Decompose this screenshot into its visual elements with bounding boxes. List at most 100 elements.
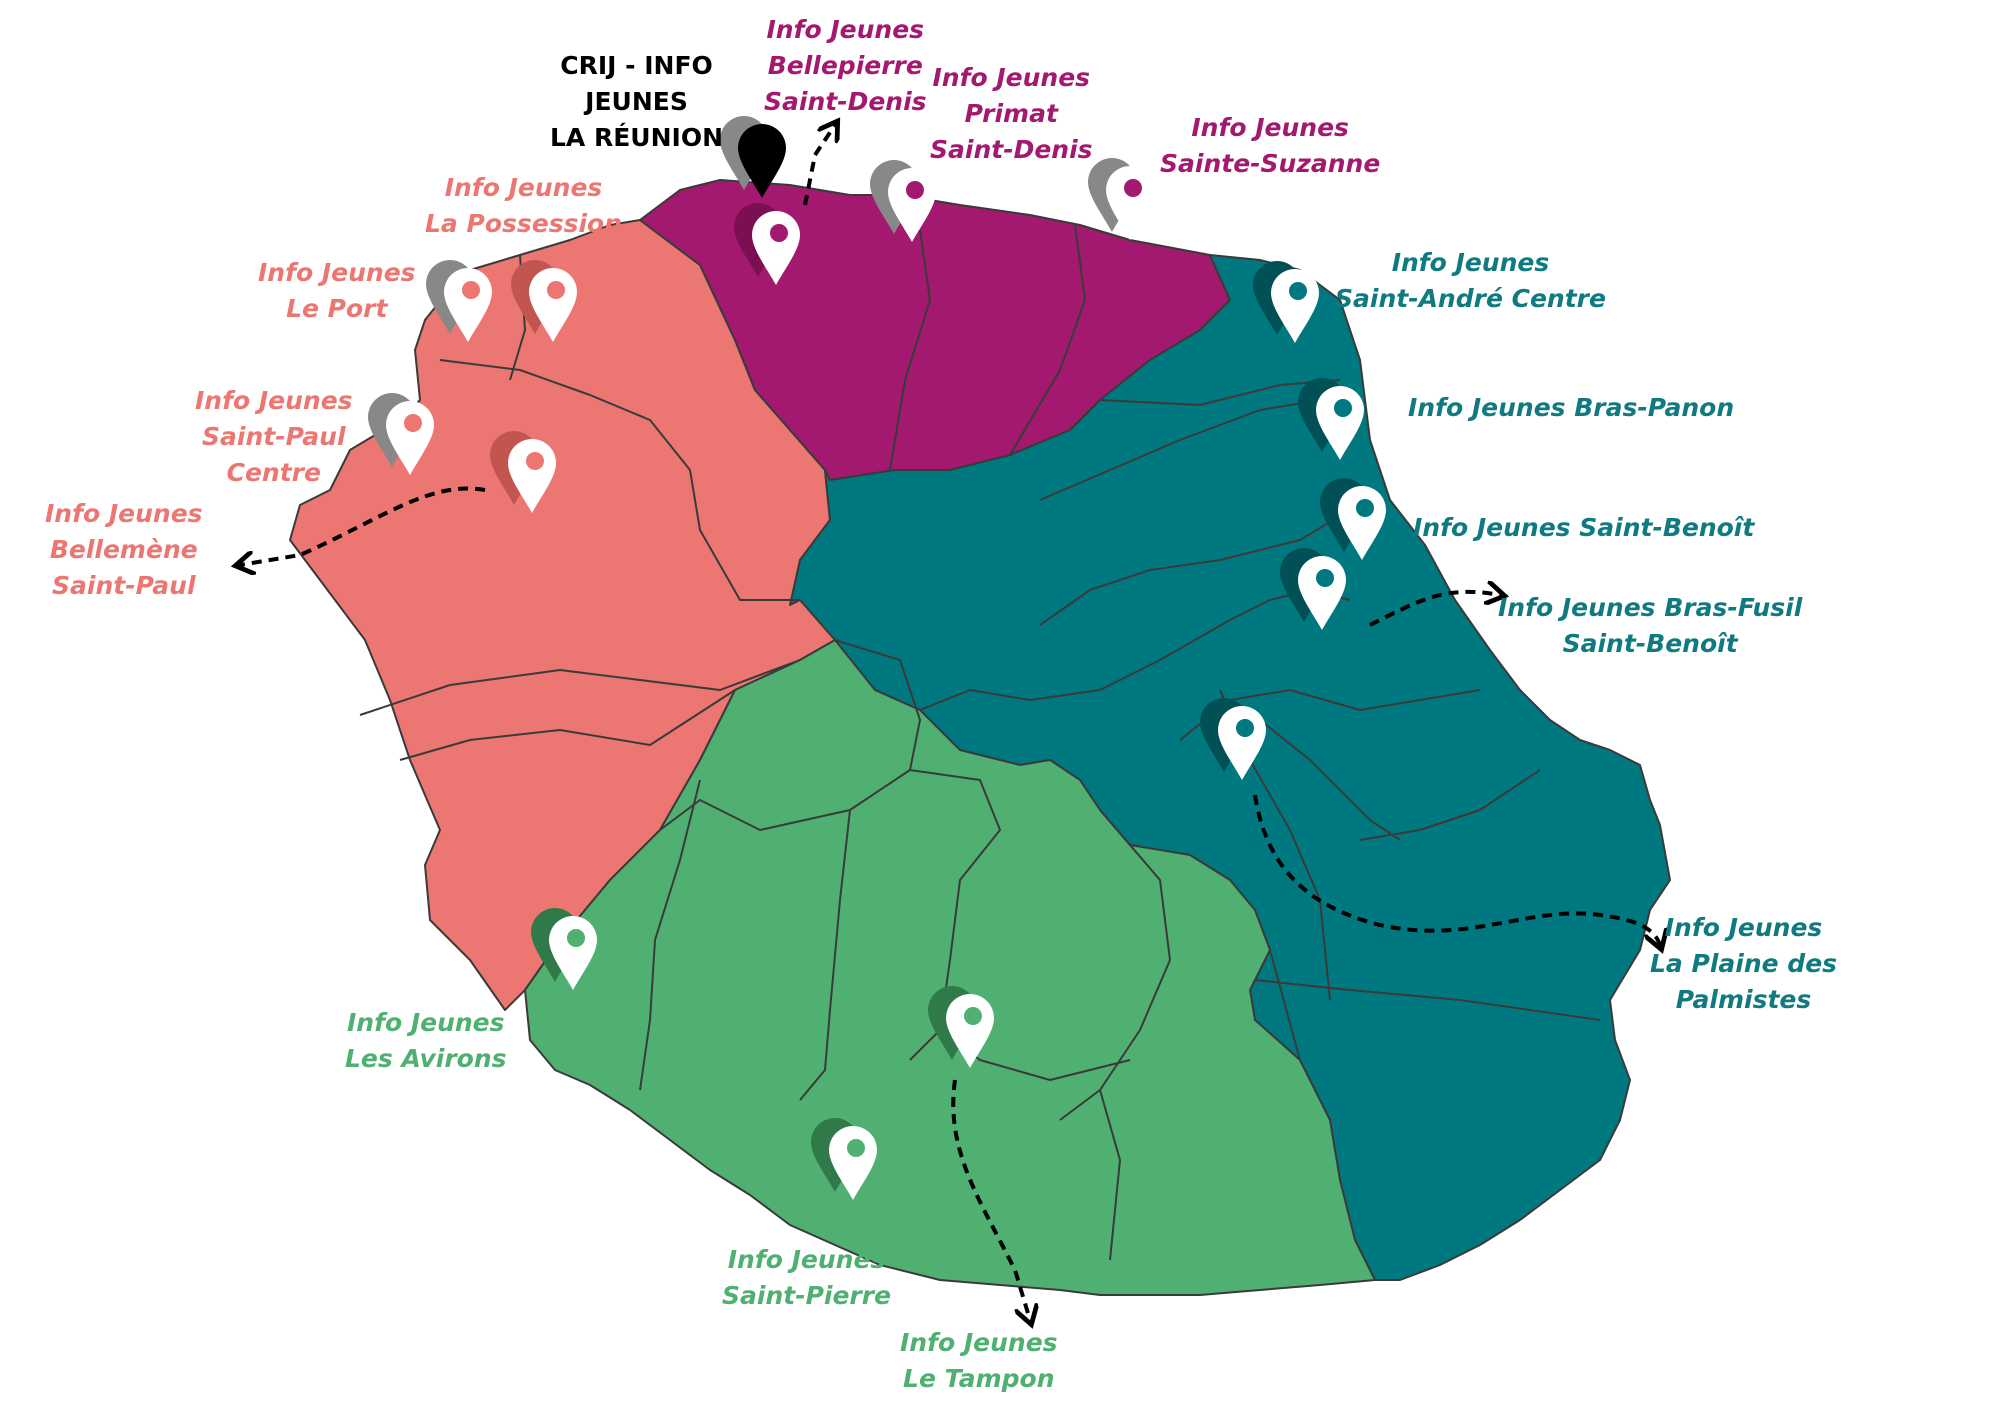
label-bellemene: Info Jeunes Bellemène Saint-Paul [45,496,203,604]
pin-crij-icon[interactable] [720,116,786,198]
pin-saint-pierre-hole [847,1139,865,1157]
label-bras-panon-line-1: Info Jeunes Bras-Panon [1408,393,1735,422]
pin-le-tampon-body [946,994,994,1068]
pin-le-port-icon[interactable] [426,260,492,342]
pin-bellemene-hole [526,452,544,470]
pin-le-tampon-hole [964,1007,982,1025]
label-les-avirons: Info Jeunes Les Avirons [345,1005,507,1077]
pin-bras-panon-hole [1334,399,1352,417]
pin-saint-paul-centre-body [386,401,434,475]
pin-saint-denis-hole [770,224,788,242]
label-les-avirons-line-1: Info Jeunes [346,1008,505,1037]
label-saint-pierre-line-2: Saint-Pierre [722,1281,892,1310]
pin-bras-panon-icon[interactable] [1298,378,1364,460]
pin-sainte-suzanne-icon[interactable] [1088,158,1154,240]
pin-bras-fusil-body [1298,556,1346,630]
pin-saint-andre-hole [1289,282,1307,300]
label-bras-fusil-line-2: Saint-Benoît [1562,629,1738,658]
pin-le-tampon-icon[interactable] [928,986,994,1068]
pin-les-avirons-hole [567,929,585,947]
label-bellemene-line-1: Info Jeunes [45,499,203,528]
label-saint-paul-centre-line-3: Centre [226,458,321,487]
pin-le-port-body [444,268,492,342]
pin-saint-denis-icon[interactable] [734,203,800,285]
label-le-tampon-line-2: Le Tampon [903,1364,1055,1393]
pin-saint-paul-centre-hole [404,414,422,432]
pin-saint-benoit-icon[interactable] [1320,478,1386,560]
label-le-port-line-2: Le Port [286,294,388,323]
arrow-bellepierre [803,125,835,206]
pin-primat-hole [906,181,924,199]
pin-saint-benoit-body [1338,486,1386,560]
pin-crij-hole [756,137,774,155]
label-la-possession: Info Jeunes La Possession [425,170,622,242]
label-sainte-suzanne-line-2: Sainte-Suzanne [1160,149,1381,178]
connector-arrows [240,125,1660,1320]
pin-sainte-suzanne-body [1106,166,1154,240]
label-saint-benoit: Info Jeunes Saint-Benoît [1413,510,1754,546]
pin-plaine-palmistes-body [1218,706,1266,780]
pin-saint-andre-body [1271,269,1319,343]
pin-la-possession-icon[interactable] [511,260,577,342]
arrow-tampon [951,1079,1030,1320]
label-saint-andre-line-2: Saint-André Centre [1335,284,1606,313]
label-crij-line-2: JEUNES [585,87,688,116]
pin-saint-denis-body [752,211,800,285]
label-le-port-line-1: Info Jeunes [258,258,416,287]
label-sainte-suzanne-line-1: Info Jeunes [1191,113,1349,142]
arrow-bellemene [240,486,486,565]
label-plaine-palmistes-line-3: Palmistes [1675,985,1812,1014]
label-bellemene-line-2: Bellemène [49,535,198,564]
pin-la-possession-hole [547,281,565,299]
label-la-possession-line-2: La Possession [425,209,623,238]
label-saint-paul-centre-line-1: Info Jeunes [195,386,353,415]
pin-bras-panon-body [1316,386,1364,460]
label-bras-panon: Info Jeunes Bras-Panon [1408,390,1734,426]
label-plaine-palmistes-line-2: La Plaine des [1650,949,1838,978]
pin-saint-pierre-icon[interactable] [811,1118,877,1200]
arrow-bras-fusil [1369,592,1500,627]
label-primat-line-3: Saint-Denis [930,135,1093,164]
label-primat-line-1: Info Jeunes [932,63,1091,92]
pin-saint-paul-centre-icon[interactable] [368,393,434,475]
pin-saint-pierre-body [829,1126,877,1200]
label-bras-fusil-line-1: Info Jeunes Bras-Fusil [1498,593,1803,622]
label-plaine-palmistes-line-1: Info Jeunes [1664,913,1823,942]
label-bellepierre-line-1: Info Jeunes [766,15,925,44]
pin-saint-andre-icon[interactable] [1253,261,1319,343]
pin-les-avirons-body [549,916,597,990]
pin-sainte-suzanne-hole [1124,179,1142,197]
label-le-port: Info Jeunes Le Port [258,255,416,327]
label-bellepierre-line-2: Bellepierre [767,51,923,80]
label-la-possession-line-1: Info Jeunes [444,173,603,202]
pin-plaine-palmistes-hole [1236,719,1254,737]
label-saint-paul-centre: Info Jeunes Saint-Paul Centre [195,383,353,491]
pin-crij-body [738,124,786,198]
pin-la-possession-body [529,268,577,342]
label-saint-paul-centre-line-2: Saint-Paul [202,422,346,451]
label-saint-andre: Info Jeunes Saint-André Centre [1335,245,1606,317]
label-sainte-suzanne: Info Jeunes Sainte-Suzanne [1160,110,1380,182]
label-primat-line-2: Primat [964,99,1058,128]
label-saint-benoit-line-1: Info Jeunes Saint-Benoît [1413,513,1755,542]
pin-primat-icon[interactable] [870,160,936,242]
regions [289,179,1671,1296]
label-crij-line-3: LA RÉUNION [550,123,724,152]
pin-les-avirons-icon[interactable] [531,908,597,990]
label-saint-pierre-line-1: Info Jeunes [727,1245,886,1274]
label-crij: CRIJ - INFO JEUNES LA RÉUNION [550,48,723,156]
label-le-tampon: Info Jeunes Le Tampon [900,1325,1058,1397]
label-bras-fusil: Info Jeunes Bras-Fusil Saint-Benoît [1498,590,1802,662]
pin-bras-fusil-icon[interactable] [1280,548,1346,630]
label-bellepierre: Info Jeunes Bellepierre Saint-Denis [764,12,927,120]
label-plaine-palmistes: Info Jeunes La Plaine des Palmistes [1650,910,1837,1018]
label-crij-line-1: CRIJ - INFO [560,51,713,80]
pin-bellemene-icon[interactable] [490,431,556,513]
label-saint-pierre: Info Jeunes Saint-Pierre [722,1242,891,1314]
pin-bellemene-body [508,439,556,513]
pin-le-port-hole [462,281,480,299]
label-primat: Info Jeunes Primat Saint-Denis [930,60,1093,168]
pin-plaine-palmistes-icon[interactable] [1200,698,1266,780]
label-saint-andre-line-1: Info Jeunes [1391,248,1550,277]
